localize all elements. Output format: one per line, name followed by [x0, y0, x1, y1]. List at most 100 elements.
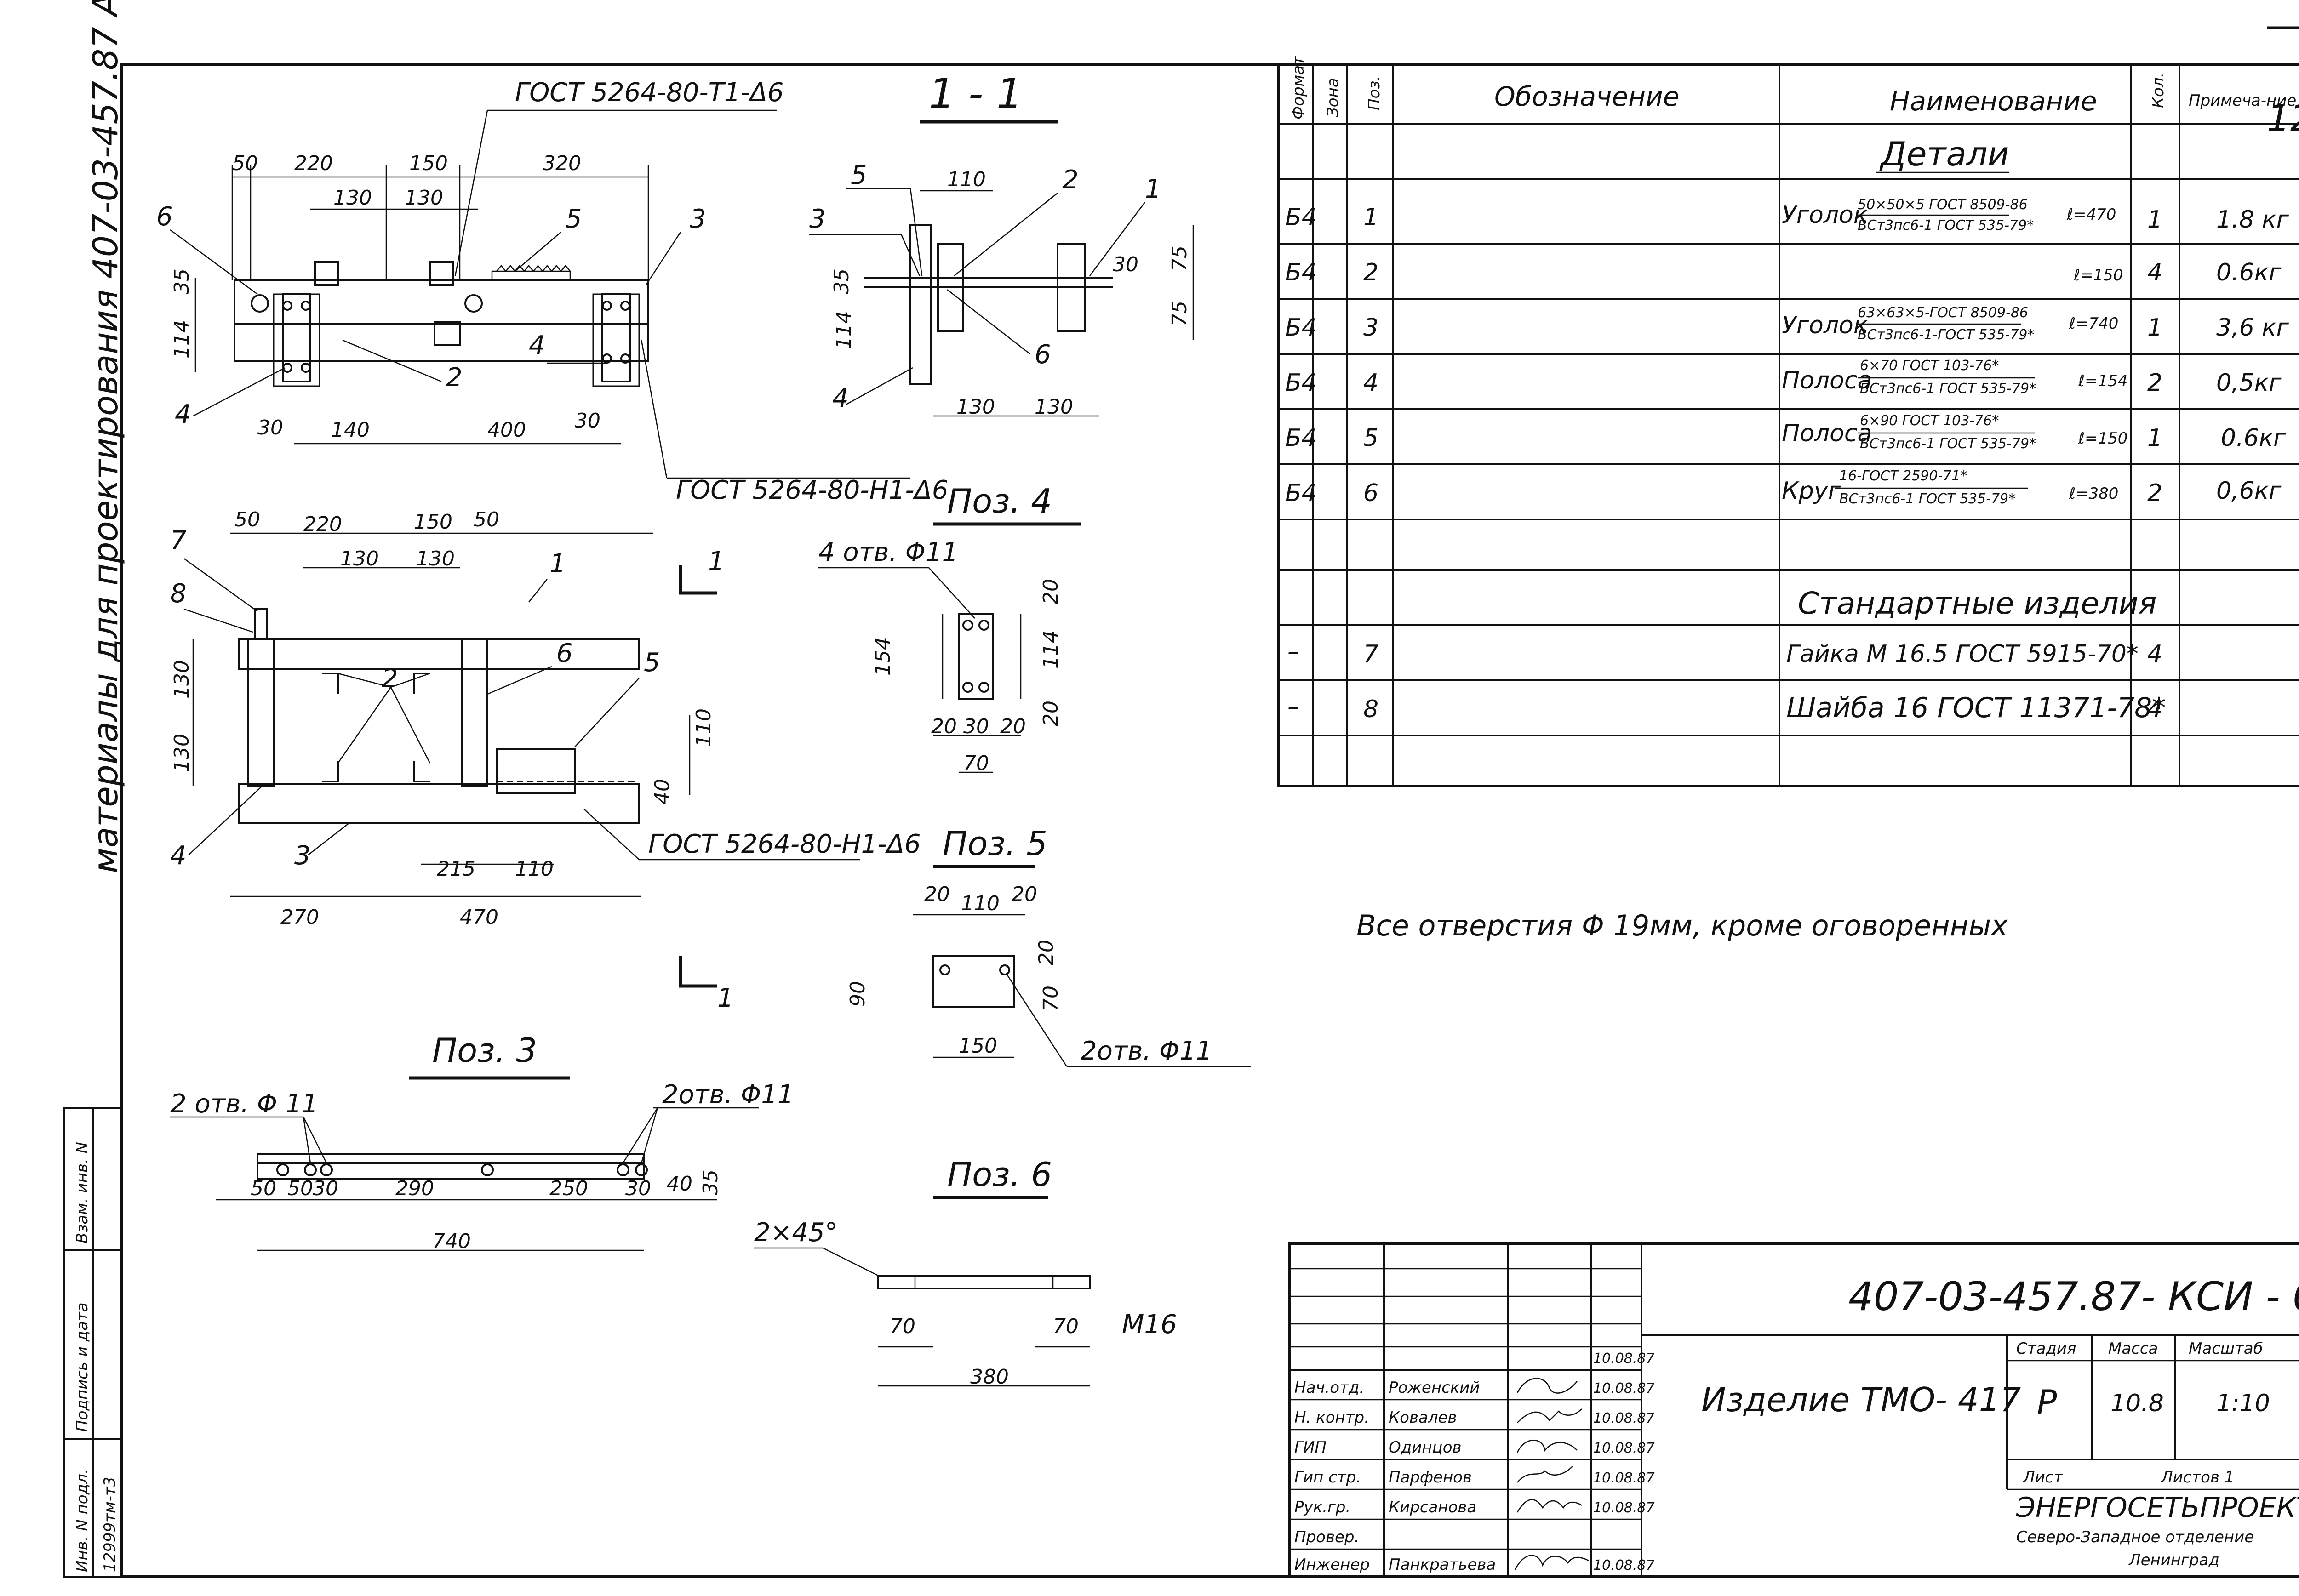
- front-dim-215: 215: [437, 857, 475, 881]
- row-3-pos: 3: [1363, 314, 1378, 342]
- front-callout-4: 4: [170, 841, 187, 871]
- plan-weld-top: ГОСТ 5264-80-Т1-Δ6: [515, 78, 784, 108]
- row-6-name-prefix: Круг: [1782, 477, 1841, 505]
- signer-5-name: Кирсанова: [1389, 1498, 1476, 1516]
- sec-callout-3: 3: [809, 204, 826, 234]
- poz5-dim-90: 90: [846, 981, 869, 1007]
- poz3-dim-290: 290: [395, 1177, 434, 1200]
- signer-5-role: Рук.гр.: [1294, 1498, 1350, 1516]
- signer-4-role: Гип стр.: [1294, 1468, 1361, 1487]
- row-1-name-suffix: ℓ=470: [2066, 205, 2116, 224]
- sheet-frame: 12: [120, 26, 2299, 1578]
- poz6-detail: Поз. 6 2×45° 70 70 М16 380: [754, 1155, 1177, 1389]
- row-4-name-suffix: ℓ=154: [2078, 372, 2127, 390]
- poz6-dim-380: 380: [970, 1365, 1009, 1389]
- sec-dim-114: 114: [832, 311, 856, 349]
- org-city: Ленинград: [2128, 1551, 2219, 1569]
- front-dim-40: 40: [651, 779, 674, 804]
- scale-value: 1:10: [2216, 1390, 2270, 1417]
- sec-callout-1: 1: [1145, 174, 1161, 204]
- poz3-dim-250: 250: [549, 1177, 588, 1200]
- cut-mark-top: 1: [708, 547, 725, 576]
- front-dim-130a: 130: [340, 547, 379, 570]
- plan-dim-320: 320: [543, 152, 581, 175]
- stage-label: Стадия: [2016, 1340, 2076, 1358]
- std-row-8-name: Шайба 16 ГОСТ 11371-78*: [1786, 692, 2166, 724]
- row-4-qty: 2: [2147, 369, 2162, 397]
- sec-callout-4: 4: [832, 383, 849, 413]
- signer-6-role: Провер.: [1294, 1528, 1359, 1546]
- signer-7-name: Панкратьева: [1389, 1556, 1496, 1574]
- signer-2-date: 10.08.87: [1593, 1410, 1655, 1426]
- row-1-note: 1.8 кг: [2216, 206, 2289, 234]
- stamp-label-sign: Подпись и дата: [73, 1302, 92, 1432]
- front-dim-470: 470: [460, 906, 498, 929]
- plan-dim-30a: 30: [257, 416, 283, 439]
- std-row-8-format: –: [1287, 693, 1299, 721]
- row-1-name-bottom: ВСт3пс6-1 ГОСТ 535-79*: [1858, 217, 2034, 234]
- row-4-name-bottom: ВСт3пс6-1 ГОСТ 535-79*: [1860, 381, 2036, 397]
- section-title: 1 - 1: [929, 70, 1023, 118]
- plan-dim-30b: 30: [575, 409, 600, 433]
- poz4-dim-114: 114: [1039, 630, 1063, 669]
- poz5-dim-70: 70: [1039, 986, 1063, 1011]
- poz3-holes-left: 2 отв. Φ 11: [170, 1089, 318, 1119]
- plan-dim-220: 220: [294, 152, 333, 175]
- poz4-dim-70: 70: [963, 752, 989, 775]
- side-stamp: материалы для проектирования 407-03-457.…: [63, 0, 126, 1578]
- plan-callout-2: 2: [446, 363, 463, 393]
- stage-value: Р: [2037, 1383, 2057, 1421]
- plan-dim-35: 35: [170, 268, 194, 294]
- row-6-note: 0,6кг: [2216, 477, 2282, 505]
- row-5-format: Б4: [1285, 424, 1317, 452]
- poz6-title: Поз. 6: [947, 1155, 1052, 1194]
- stamp-label-inv: Инв. N подл.: [73, 1469, 92, 1572]
- row-2-qty: 4: [2147, 259, 2162, 286]
- signer-1-name: Роженский: [1389, 1379, 1480, 1397]
- poz3-dim-50a: 50: [251, 1177, 276, 1200]
- hdr-note: Примеча-ние: [2189, 91, 2296, 110]
- row-6-name-top: 16-ГОСТ 2590-71*: [1839, 468, 1967, 484]
- front-dim-270: 270: [280, 906, 319, 929]
- section-1-1: 1 - 1 110 35 114 30 75 75 130 130 5 3 2 …: [809, 70, 1194, 419]
- title-block: 407-03-457.87- КСИ - 014 Изделие ТМО- 41…: [1288, 1242, 2299, 1578]
- front-dim-130b: 130: [416, 547, 455, 570]
- row-1-pos: 1: [1363, 204, 1378, 231]
- row-1-name-top: 50×50×5 ГОСТ 8509-86: [1858, 197, 2028, 213]
- sec-callout-2: 2: [1062, 165, 1079, 195]
- front-callout-6: 6: [556, 638, 573, 668]
- plan-dim-130a: 130: [333, 186, 372, 210]
- org-name: ЭНЕРГОСЕТЬПРОЕКТ: [2016, 1492, 2299, 1524]
- poz5-dim-20a: 20: [924, 883, 950, 906]
- signer-3-signature: [1516, 1439, 1578, 1453]
- row-3-name-prefix: Уголок: [1782, 312, 1868, 339]
- sec-dim-130a: 130: [956, 395, 995, 419]
- front-callout-1: 1: [549, 549, 566, 579]
- poz5-dim-150: 150: [959, 1034, 997, 1058]
- row-3-name-suffix: ℓ=740: [2069, 314, 2118, 333]
- poz6-thread: М16: [1122, 1310, 1177, 1340]
- sec-callout-5: 5: [851, 160, 867, 190]
- poz3-dim-35: 35: [699, 1169, 722, 1195]
- poz6-dim-70a: 70: [890, 1315, 915, 1338]
- poz3-dim-40: 40: [667, 1172, 692, 1196]
- std-row-7-format: –: [1287, 638, 1299, 666]
- row-4-format: Б4: [1285, 369, 1317, 397]
- section-details: Детали: [1879, 135, 2009, 173]
- front-dim-130d: 130: [170, 734, 194, 772]
- signer-7-date: 10.08.87: [1593, 1557, 1655, 1573]
- plan-dim-114: 114: [170, 320, 194, 359]
- sheets-label: Листов 1: [2160, 1468, 2234, 1487]
- mass-value: 10.8: [2110, 1390, 2164, 1417]
- poz4-dim-30: 30: [963, 715, 989, 738]
- std-row-8-pos: 8: [1363, 695, 1378, 723]
- front-callout-3: 3: [294, 841, 311, 871]
- org-branch: Северо-Западное отделение: [2016, 1528, 2254, 1546]
- poz5-detail: Поз. 5 20 110 20 20 90 70 150 2отв. Φ11: [846, 824, 1251, 1067]
- row-2-name-suffix: ℓ=150: [2073, 266, 2123, 285]
- poz4-dim-20b: 20: [1039, 701, 1063, 726]
- sec-dim-75a: 75: [1168, 245, 1191, 271]
- row-2-pos: 2: [1363, 259, 1378, 286]
- front-view: 50 220 150 50 130 130 130 130 110 40 215…: [170, 508, 921, 1013]
- signer-1-role: Нач.отд.: [1294, 1379, 1364, 1397]
